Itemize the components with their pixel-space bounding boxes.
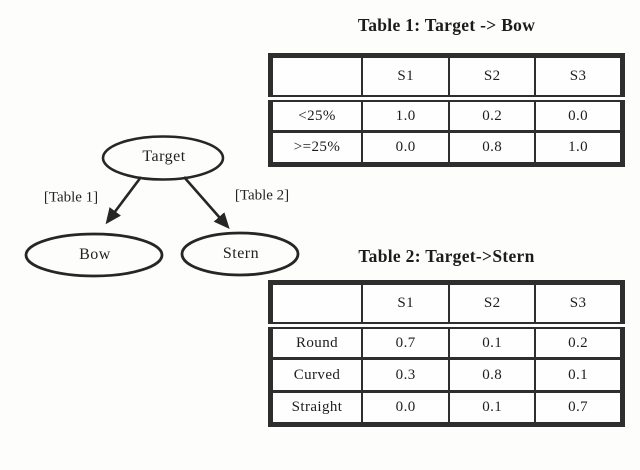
edge-label-table2: [Table 2] <box>234 187 290 204</box>
cell-value: 0.7 <box>361 324 451 360</box>
table2-col-s3: S3 <box>534 281 624 329</box>
cell-value: 0.0 <box>534 97 624 133</box>
table1-col-s3: S3 <box>534 54 624 102</box>
table1-corner-cell <box>269 54 364 102</box>
table2-row-curved: Curved 0.3 0.8 0.1 <box>269 357 624 393</box>
cell-value: 1.0 <box>534 130 624 166</box>
cell-value: 1.0 <box>361 97 451 133</box>
table2-row-straight: Straight 0.0 0.1 0.7 <box>269 390 624 426</box>
cell-value: 0.8 <box>448 130 537 166</box>
table2: S1 S2 S3 Round 0.7 0.1 0.2 Curved 0.3 0.… <box>268 280 625 427</box>
row-label: <25% <box>269 97 364 133</box>
edge-target-stern-arrow <box>183 176 230 230</box>
target-node-label: Target <box>142 148 186 165</box>
table1-header-row: S1 S2 S3 <box>269 54 624 102</box>
cell-value: 0.8 <box>448 357 537 393</box>
target-node-ellipse <box>101 135 225 181</box>
bow-node-label: Bow <box>79 246 111 263</box>
bow-node-ellipse <box>24 232 164 278</box>
table1-row-lt25: <25% 1.0 0.2 0.0 <box>269 97 624 133</box>
row-label: Round <box>269 324 364 360</box>
table2-col-s1: S1 <box>361 281 451 329</box>
table1: S1 S2 S3 <25% 1.0 0.2 0.0 >=25% 0.0 0.8 … <box>268 53 625 167</box>
table1-col-s2: S2 <box>448 54 537 102</box>
cell-value: 0.1 <box>534 357 624 393</box>
stern-node-ellipse <box>180 231 300 277</box>
table1-title: Table 1: Target -> Bow <box>357 15 536 35</box>
row-label: Curved <box>269 357 364 393</box>
edge-label-table1: [Table 1] <box>43 189 99 206</box>
cell-value: 0.0 <box>361 130 451 166</box>
table2-corner-cell <box>269 281 364 329</box>
row-label: Straight <box>269 390 364 426</box>
cell-value: 0.0 <box>361 390 451 426</box>
table2-title: Table 2: Target->Stern <box>358 246 535 266</box>
cell-value: 0.1 <box>448 324 537 360</box>
edge-target-bow-arrow <box>105 176 143 225</box>
table1-col-s1: S1 <box>361 54 451 102</box>
cell-value: 0.3 <box>361 357 451 393</box>
table2-col-s2: S2 <box>448 281 537 329</box>
cell-value: 0.7 <box>534 390 624 426</box>
table2-header-row: S1 S2 S3 <box>269 281 624 329</box>
cell-value: 0.2 <box>534 324 624 360</box>
table1-row-gte25: >=25% 0.0 0.8 1.0 <box>269 130 624 166</box>
cell-value: 0.1 <box>448 390 537 426</box>
table2-row-round: Round 0.7 0.1 0.2 <box>269 324 624 360</box>
row-label: >=25% <box>269 130 364 166</box>
cell-value: 0.2 <box>448 97 537 133</box>
stern-node-label: Stern <box>222 245 260 262</box>
